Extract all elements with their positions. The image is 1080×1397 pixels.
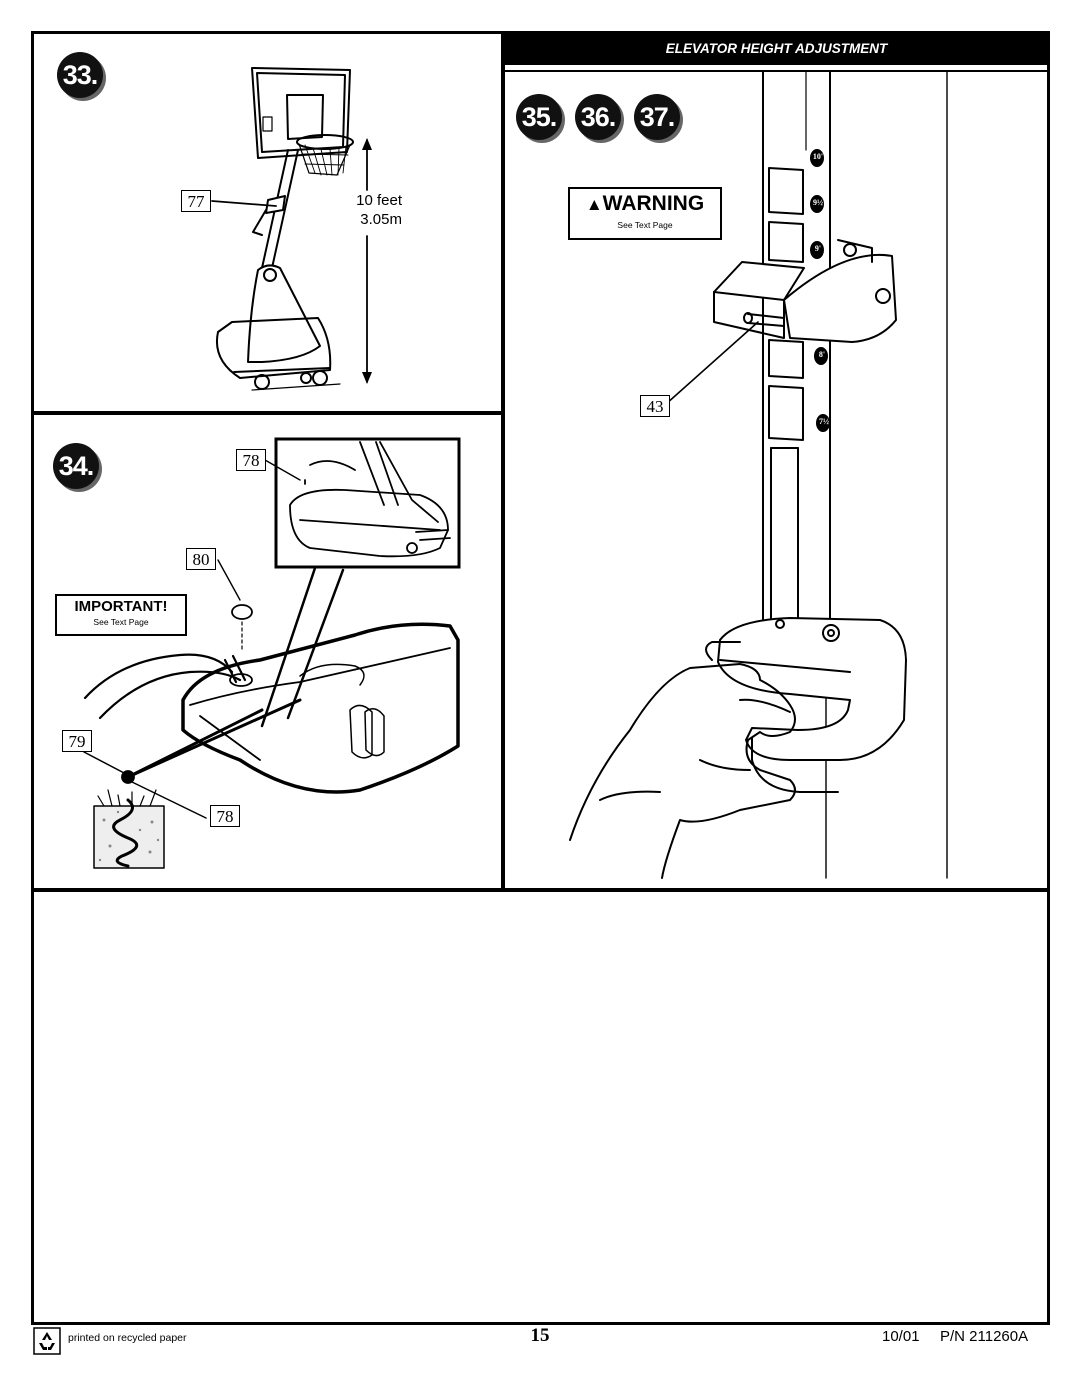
step-badge-36: 36. bbox=[575, 94, 621, 140]
warning-subtitle: See Text Page bbox=[617, 220, 673, 230]
pole-mark-8ft: 8' bbox=[818, 350, 826, 359]
important-box: IMPORTANT! See Text Page bbox=[55, 594, 187, 636]
divider-bottom-horizontal bbox=[33, 888, 1048, 892]
warning-triangle-icon: ▲ bbox=[585, 195, 603, 214]
warning-box: ▲WARNING See Text Page bbox=[568, 187, 722, 240]
callout-80: 80 bbox=[186, 548, 216, 570]
print-date: 10/01 bbox=[882, 1328, 920, 1345]
pole-mark-9ft: 9' bbox=[814, 244, 822, 253]
part-number: P/N 211260A bbox=[940, 1328, 1029, 1345]
warning-title-row: ▲WARNING bbox=[570, 191, 720, 218]
step-badge-35: 35. bbox=[516, 94, 562, 140]
recycle-icon bbox=[33, 1327, 61, 1355]
callout-78-inset: 78 bbox=[236, 449, 266, 471]
height-label-meters: 3.05m bbox=[360, 211, 402, 228]
important-title: IMPORTANT! bbox=[74, 598, 168, 615]
step-badge-33: 33. bbox=[57, 52, 103, 98]
important-subtitle: See Text Page bbox=[93, 617, 149, 627]
divider-vertical bbox=[501, 33, 505, 890]
title-underline bbox=[505, 70, 1048, 72]
pole-mark-10ft: 10' bbox=[812, 152, 824, 161]
recycled-paper-note: printed on recycled paper bbox=[68, 1332, 187, 1344]
page-frame bbox=[31, 31, 1050, 1325]
callout-77: 77 bbox=[181, 190, 211, 212]
pole-mark-7-5ft: 7½ bbox=[819, 417, 829, 426]
callout-78: 78 bbox=[210, 805, 240, 827]
height-label-feet: 10 feet bbox=[356, 192, 402, 209]
step-badge-34: 34. bbox=[53, 443, 99, 489]
section-title: ELEVATOR HEIGHT ADJUSTMENT bbox=[505, 33, 1048, 65]
callout-43: 43 bbox=[640, 395, 670, 417]
callout-79: 79 bbox=[62, 730, 92, 752]
warning-title: WARNING bbox=[602, 192, 705, 215]
divider-left-horizontal bbox=[33, 411, 503, 415]
page-number: 15 bbox=[530, 1325, 550, 1346]
pole-mark-9-5ft: 9½ bbox=[813, 198, 823, 207]
step-badge-37: 37. bbox=[634, 94, 680, 140]
